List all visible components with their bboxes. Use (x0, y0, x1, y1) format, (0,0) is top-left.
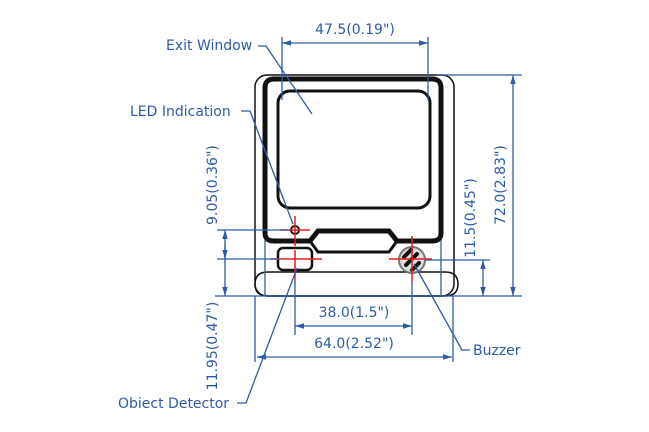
exit-window-frame (262, 76, 444, 244)
buzzer-label: Buzzer (473, 343, 521, 359)
buzzer-height-dimension: 11.5(0.45") (463, 178, 479, 258)
object-detector-label: Obiect Detector (118, 396, 229, 412)
bottom-strip (254, 271, 459, 297)
exit-window (276, 89, 432, 210)
leader-lines (237, 45, 470, 404)
window-width-dimension: 47.5(0.19") (315, 22, 395, 38)
detector-height-dimension: 11.95(0.47") (205, 302, 221, 391)
overall-width-dimension: 64.0(2.52") (314, 336, 394, 352)
led-height-dimension: 9.05(0.36") (205, 145, 221, 225)
led-indication-label: LED Indication (130, 104, 231, 120)
exit-window-label: Exit Window (166, 38, 252, 54)
center-bar (308, 229, 399, 254)
overall-height-dimension: 72.0(2.83") (493, 145, 509, 225)
dimension-lines (215, 37, 522, 362)
spacing-dimension: 38.0(1.5") (319, 305, 390, 321)
device-outline (254, 74, 459, 297)
